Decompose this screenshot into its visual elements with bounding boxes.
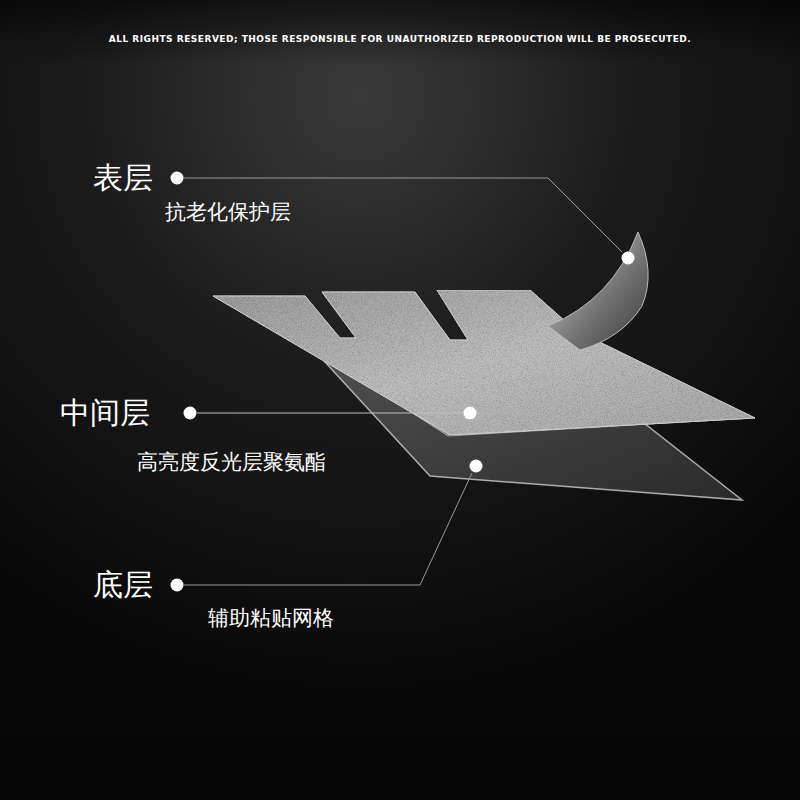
layer-description: 辅助粘贴网格 <box>208 606 334 630</box>
layer-description: 抗老化保护层 <box>165 200 291 224</box>
layer-name: 表层 <box>93 161 153 196</box>
layer-description: 高亮度反光层聚氨酯 <box>137 450 326 474</box>
watermark: ALL RIGHTS RESERVED; THOSE RESPONSIBLE F… <box>109 34 692 44</box>
layer-name: 中间层 <box>60 396 150 431</box>
layer-name: 底层 <box>93 568 153 603</box>
